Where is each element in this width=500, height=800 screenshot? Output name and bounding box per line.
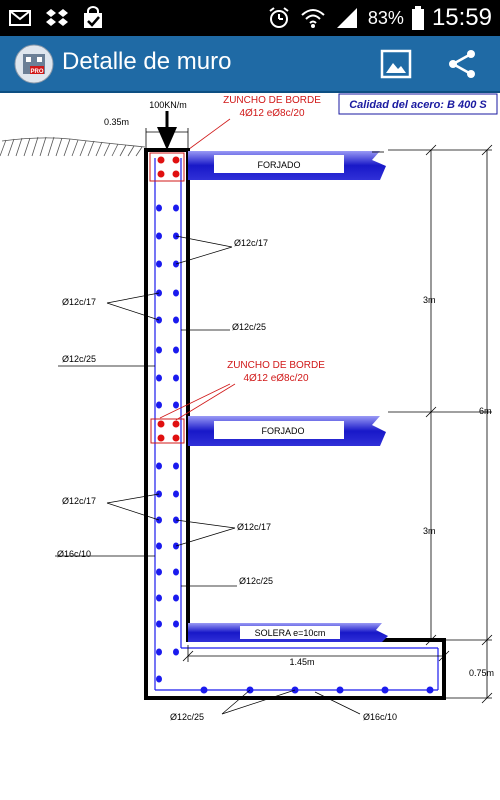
dim-footing-width: 1.45m <box>289 657 314 667</box>
share-button[interactable] <box>442 44 482 84</box>
forjado-top-label: FORJADO <box>257 160 300 170</box>
wall-width-label: 0.35m <box>104 117 129 127</box>
app-logo-icon[interactable]: PRO <box>14 44 54 84</box>
wall-detail-drawing: Calidad del acero: B 400 S 0.35m 100KN/m… <box>0 93 498 722</box>
leader-lines <box>55 235 361 715</box>
battery-percentage: 83% <box>367 7 404 28</box>
dropbox-icon <box>46 9 68 26</box>
share-icon <box>449 50 475 78</box>
steel-quality-box: Calidad del acero: B 400 S <box>338 93 498 115</box>
label-u-right-12c17: Ø12c/17 <box>234 238 268 248</box>
dim-upper-height: 3m <box>423 295 436 305</box>
label-l-right-12c25: Ø12c/25 <box>239 576 273 586</box>
footing-rebar-dots <box>200 686 434 694</box>
dim-lower-height: 3m <box>423 526 436 536</box>
clock: 15:59 <box>431 4 492 31</box>
mid-zuncho <box>150 418 185 444</box>
mid-zuncho-spec: 4Ø12 eØ8c/20 <box>243 373 308 384</box>
image-icon <box>380 49 412 79</box>
forjado-mid: FORJADO <box>188 416 386 446</box>
forjado-top: FORJADO <box>188 151 386 180</box>
label-l-right-12c17: Ø12c/17 <box>237 522 271 532</box>
top-zuncho-title: ZUNCHO DE BORDE <box>223 95 321 106</box>
alarm-icon <box>269 7 289 28</box>
solera: SOLERA e=10cm <box>188 623 388 642</box>
top-zuncho <box>149 152 185 182</box>
height-dimensions <box>388 144 493 704</box>
load-arrow: 100KN/m <box>149 100 187 150</box>
image-button[interactable] <box>376 44 416 84</box>
action-bar: PRO Detalle de muro <box>0 36 500 93</box>
terrain-hatch <box>0 136 146 157</box>
battery-icon <box>411 6 424 30</box>
dim-footing-height: 0.75m <box>469 668 494 678</box>
load-label: 100KN/m <box>149 100 187 110</box>
dim-total-height: 6m <box>479 406 492 416</box>
label-u-right-12c25: Ø12c/25 <box>232 322 266 332</box>
steel-quality-label: Calidad del acero: B 400 S <box>349 99 487 111</box>
wifi-icon <box>301 9 325 28</box>
top-zuncho-spec: 4Ø12 eØ8c/20 <box>239 108 304 119</box>
status-bar: 83% 15:59 <box>0 0 500 36</box>
mail-icon <box>9 10 31 26</box>
screen-title: Detalle de muro <box>62 48 232 75</box>
forjado-mid-label: FORJADO <box>261 426 304 436</box>
label-l-left-12c17: Ø12c/17 <box>62 496 96 506</box>
svg-text:PRO: PRO <box>30 69 43 75</box>
signal-icon <box>336 8 357 28</box>
label-foot-12c25: Ø12c/25 <box>170 712 204 722</box>
label-u-left-12c17: Ø12c/17 <box>62 297 96 307</box>
label-foot-16c10: Ø16c/10 <box>363 712 397 722</box>
mid-zuncho-title: ZUNCHO DE BORDE <box>227 360 325 371</box>
shopping-bag-icon <box>84 6 102 28</box>
label-l-left-16c10: Ø16c/10 <box>57 549 91 559</box>
footing-width-dimension <box>182 645 450 662</box>
solera-label: SOLERA e=10cm <box>255 628 326 638</box>
label-u-left-12c25: Ø12c/25 <box>62 354 96 364</box>
